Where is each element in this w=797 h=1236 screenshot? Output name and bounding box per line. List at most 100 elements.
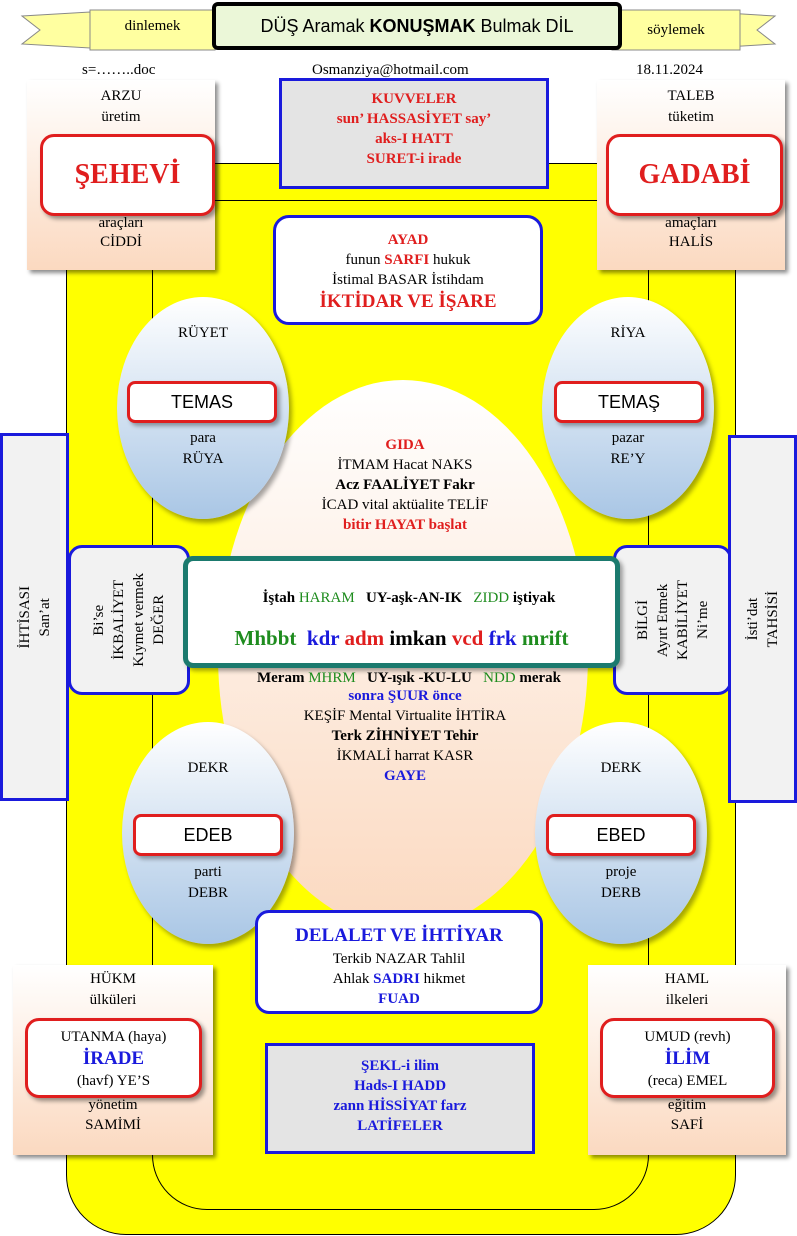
side-right-inner-l4: Ni’me: [694, 600, 711, 640]
ayad-box: AYAD funun SARFI hukuk İstimal BASAR İst…: [273, 215, 543, 325]
irade-b3: (havf) YE’S: [76, 1073, 151, 1089]
oval-br-l2: DERB: [600, 885, 641, 901]
egg-top-l5: bitir HAYAT başlat: [343, 517, 467, 533]
irade-b2: İRADE: [82, 1048, 145, 1069]
oval-bl-box: EDEB: [133, 814, 283, 856]
corner-br-l3: eğitim: [667, 1097, 707, 1113]
egg-bottom-l2: KEŞİF Mental Virtualite İHTİRA: [303, 708, 507, 724]
side-right-inner-l1: BİLGİ: [634, 600, 651, 640]
kuvveler-l4: SURET-i irade: [366, 151, 462, 167]
side-left-inner-l4: DEĞER: [151, 595, 167, 645]
sehevi-box: ŞEHEVİ: [40, 134, 215, 216]
banner-title-post: Bulmak DİL: [475, 16, 574, 36]
corner-tl-l4: CİDDİ: [100, 234, 142, 250]
banner: dinlemek söylemek DÜŞ Aramak KONUŞMAK Bu…: [0, 0, 797, 60]
side-right-inner-l2: Ayırt Etmek: [654, 583, 671, 657]
corner-tr-l1: TALEB: [667, 88, 715, 104]
egg-bottom-l3: Terk ZİHNİYET Tehir: [331, 728, 479, 744]
oval-tr-box: TEMAŞ: [554, 381, 704, 423]
banner-title: DÜŞ Aramak KONUŞMAK Bulmak DİL: [212, 2, 622, 50]
ayad-l3: İstimal BASAR İstihdam: [332, 272, 484, 288]
side-right-outer-text: İsti’dat TAHSİSİ: [743, 591, 783, 647]
oval-tl-top: RÜYET: [178, 325, 228, 341]
corner-bl-l2: ülküleri: [89, 992, 137, 1008]
kuvveler-l2: sun’ HASSASİYET say’: [336, 111, 492, 127]
kuvveler-l1: KUVVELER: [371, 91, 457, 107]
side-right-inner-l3: KABİLİYET: [674, 580, 691, 660]
center-row-2: Mhbbt kdr adm imkan vcd frk mrift: [234, 626, 569, 650]
meta-date: 18.11.2024: [636, 62, 703, 78]
banner-left-label: dinlemek: [124, 18, 181, 34]
corner-tl-l3: araçları: [98, 215, 144, 231]
irade-box: UTANMA (haya) İRADE (havf) YE’S: [25, 1018, 202, 1098]
latifeler-box: ŞEKL-i ilim Hads-I HADD zann HİSSİYAT fa…: [265, 1043, 535, 1154]
side-right-inner-text: BİLGİ Ayırt Etmek KABİLİYET Ni’me: [633, 580, 713, 660]
side-left-inner: Bi’se İKBALİYET Kıymet vermek DEĞER: [68, 545, 190, 695]
delalet-l3: Ahlak SADRI hikmet: [332, 971, 466, 987]
egg-top-l3: Acz FAALİYET Fakr: [335, 477, 475, 493]
oval-br-top: DERK: [600, 760, 642, 776]
corner-tl-l1: ARZU: [100, 88, 142, 104]
ayad-l4: İKTİDAR VE İŞARE: [319, 291, 497, 312]
banner-title-pre: DÜŞ Aramak: [260, 16, 370, 36]
side-left-inner-l2: İKBALİYET: [111, 580, 127, 660]
side-left-inner-l1: Bi’se: [91, 604, 107, 636]
delalet-l1: DELALET VE İHTİYAR: [295, 925, 503, 946]
corner-bl-l4: SAMİMİ: [85, 1117, 141, 1133]
corner-br-l2: ilkeleri: [665, 992, 709, 1008]
latifeler-l4: LATİFELER: [357, 1118, 443, 1134]
oval-tr-l1: pazar: [611, 430, 645, 446]
banner-ribbon: [20, 9, 777, 51]
latifeler-l2: Hads-I HADD: [353, 1078, 447, 1094]
oval-bl-top: DEKR: [187, 760, 229, 776]
egg-top-l1: GIDA: [385, 437, 425, 453]
delalet-l4: FUAD: [378, 991, 420, 1007]
egg-bottom-l4: İKMALİ harrat KASR: [336, 748, 474, 764]
ilim-box: UMUD (revh) İLİM (reca) EMEL: [600, 1018, 775, 1098]
side-right-inner: BİLGİ Ayırt Etmek KABİLİYET Ni’me: [613, 545, 732, 695]
egg-top-l4: İCAD vital aktüalite TELİF: [321, 497, 489, 513]
corner-bl-l3: yönetim: [88, 1097, 138, 1113]
meta-file: s=……..doc: [82, 62, 156, 78]
side-left-outer-text: İHTİSASI San’at: [15, 586, 55, 649]
oval-tr-top: RİYA: [610, 325, 646, 341]
oval-bl-l1: parti: [194, 864, 222, 880]
egg-bottom-text: sonra ŞUUR önce KEŞİF Mental Virtualite …: [250, 686, 560, 786]
oval-tl-l1: para: [190, 430, 216, 446]
oval-tl-l2: RÜYA: [182, 451, 224, 467]
corner-tr-l2: tüketim: [668, 109, 714, 125]
gadabi-box: GADABİ: [606, 134, 783, 216]
egg-bottom-l5: GAYE: [384, 768, 426, 784]
center-box: İştah HARAM UY-aşk-AN-IK ZIDD iştiyak Mh…: [183, 556, 620, 686]
side-right-outer-l1: İsti’dat: [744, 597, 761, 641]
corner-bl-l1: HÜKM: [90, 971, 136, 987]
egg-top-l2: İTMAM Hacat NAKS: [337, 457, 473, 473]
center-row-3: Meram MHRM UY-ışık -KU-LU NDD merak: [256, 670, 562, 686]
side-left-outer: İHTİSASI San’at: [0, 433, 69, 801]
latifeler-l1: ŞEKL-i ilim: [361, 1058, 439, 1074]
irade-b1: UTANMA (haya): [60, 1029, 167, 1045]
banner-right-label: söylemek: [647, 22, 705, 38]
oval-br-l1: proje: [605, 864, 637, 880]
ayad-l1: AYAD: [387, 232, 429, 248]
ilim-b1: UMUD (revh): [644, 1029, 731, 1045]
corner-tl-l2: üretim: [101, 109, 141, 125]
oval-tr-l2: RE’Y: [610, 451, 646, 467]
oval-br-box: EBED: [546, 814, 696, 856]
delalet-box: DELALET VE İHTİYAR Terkib NAZAR Tahlil A…: [255, 910, 543, 1014]
side-right-outer-l2: TAHSİSİ: [764, 590, 781, 648]
side-left-inner-l3: Kıymet vermek: [131, 573, 147, 667]
banner-title-bold: KONUŞMAK: [369, 16, 476, 36]
egg-top-text: GIDA İTMAM Hacat NAKS Acz FAALİYET Fakr …: [250, 435, 560, 535]
ilim-b2: İLİM: [664, 1048, 711, 1069]
side-left-outer-l2: San’at: [36, 597, 53, 637]
ilim-b3: (reca) EMEL: [647, 1073, 728, 1089]
kuvveler-box: KUVVELER sun’ HASSASİYET say’ aks-I HATT…: [279, 78, 549, 189]
corner-br-l4: SAFİ: [670, 1117, 704, 1133]
latifeler-l3: zann HİSSİYAT farz: [333, 1098, 467, 1114]
delalet-l2: Terkib NAZAR Tahlil: [332, 951, 466, 967]
corner-br-l1: HAML: [664, 971, 710, 987]
oval-tl-box: TEMAS: [127, 381, 277, 423]
side-right-outer: İsti’dat TAHSİSİ: [728, 435, 797, 803]
egg-bottom-l1: sonra ŞUUR önce: [348, 688, 462, 704]
